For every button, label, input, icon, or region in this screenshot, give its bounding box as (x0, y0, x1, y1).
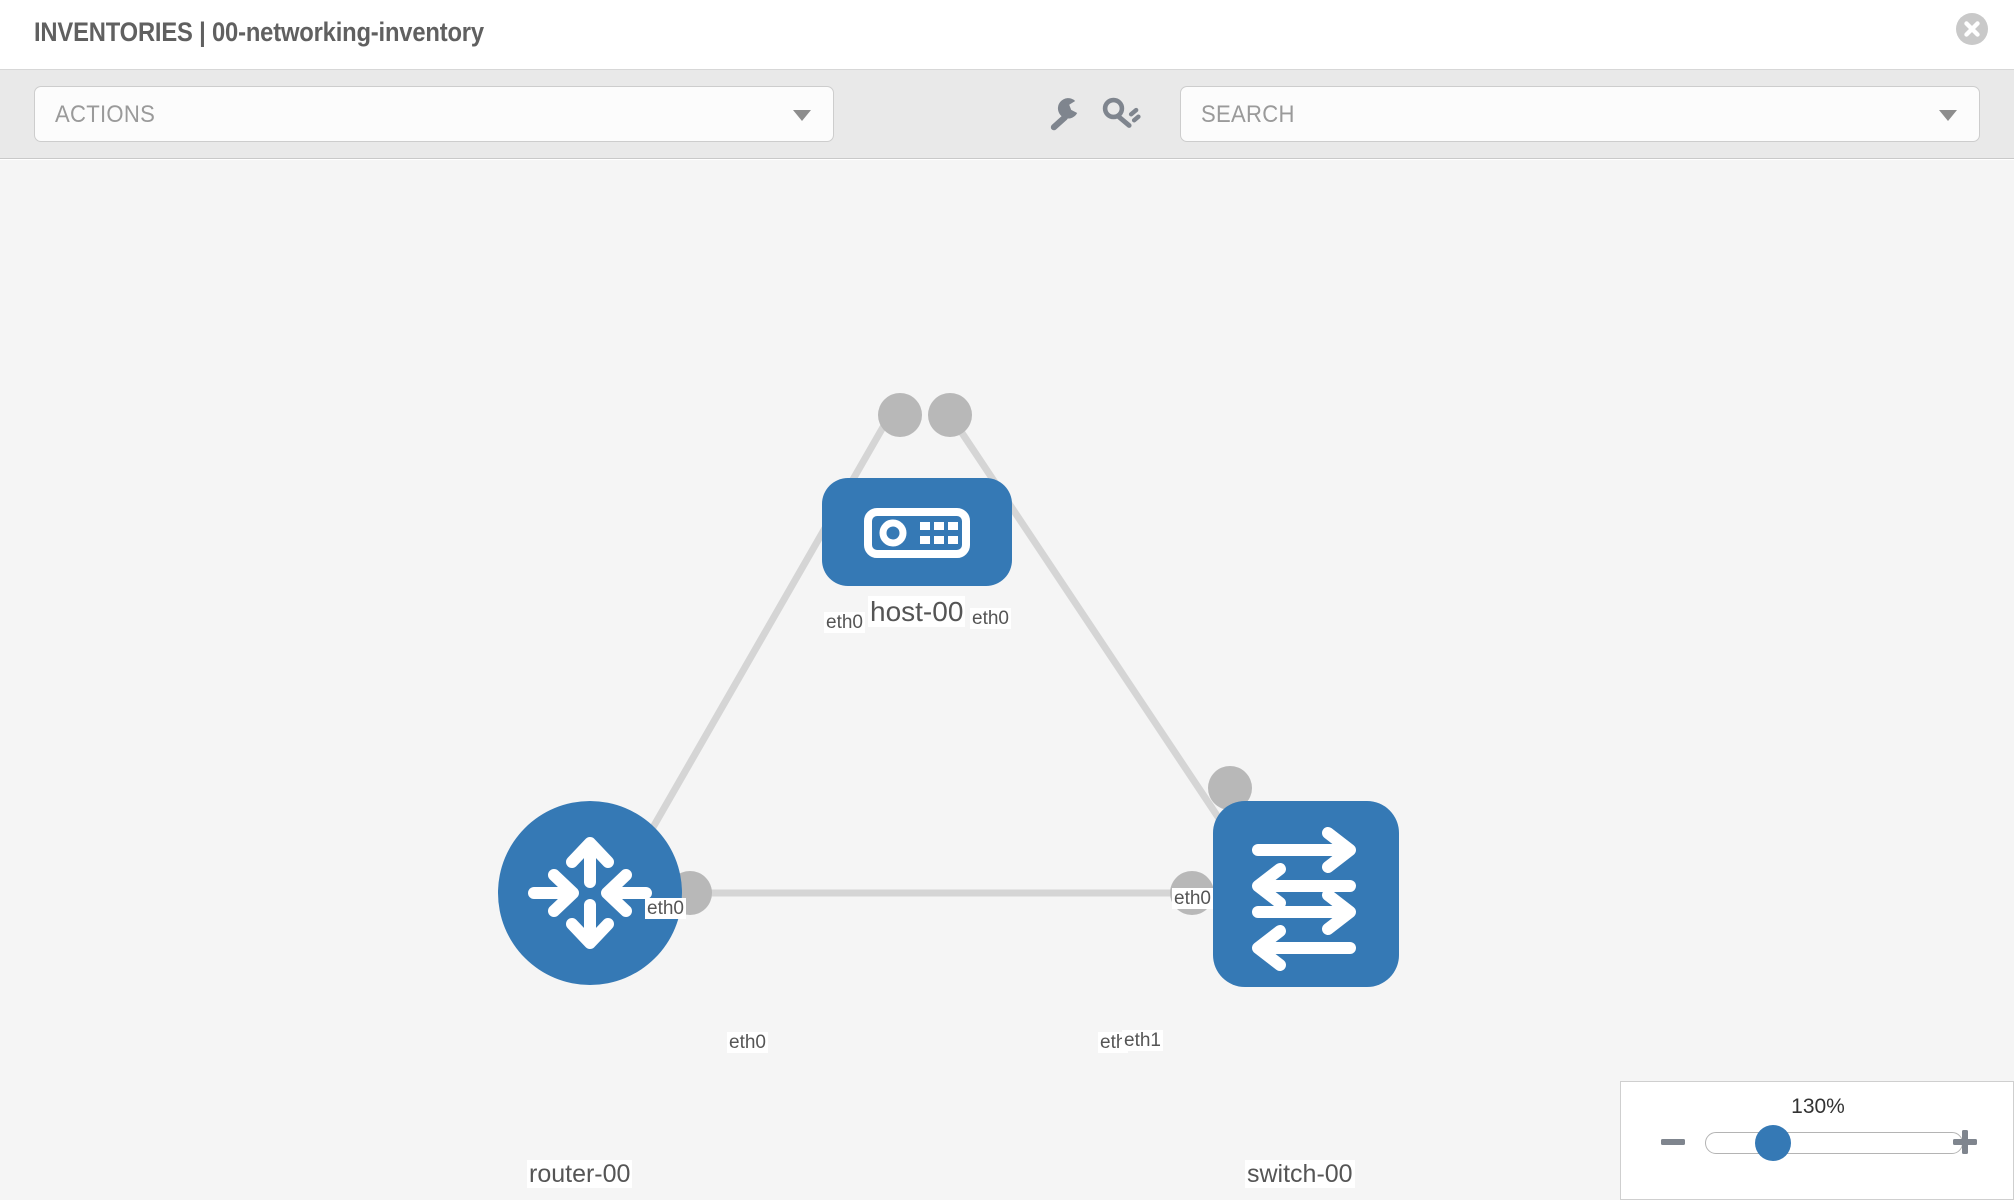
zoom-slider-thumb[interactable] (1755, 1125, 1791, 1161)
iface-label-switch-left-b: eth1 (1122, 1030, 1163, 1052)
wrench-icon[interactable] (1042, 92, 1086, 136)
minus-icon[interactable] (1659, 1128, 1687, 1156)
iface-label-switch-left-a: eth (1098, 1032, 1129, 1054)
toolbar: ACTIONS SEARCH (0, 70, 2014, 159)
iface-label-switch-up: eth0 (1172, 888, 1213, 910)
node-label-router-00: router-00 (527, 1160, 633, 1188)
connector-switch-up (1208, 766, 1252, 810)
search-placeholder: SEARCH (1201, 101, 1295, 128)
iface-label-host-right: eth0 (970, 608, 1011, 630)
page-title: INVENTORIES | 00-networking-inventory (34, 17, 484, 47)
connector-host-right (928, 393, 972, 437)
topology-canvas[interactable]: eth0 eth0 eth0 eth0 eth0 eth eth1 host-0… (0, 160, 2014, 1200)
search-input[interactable]: SEARCH (1180, 86, 1980, 142)
zoom-control-panel: 130% (1620, 1081, 2014, 1200)
page-header: INVENTORIES | 00-networking-inventory (0, 0, 2014, 70)
zoom-level-value: 130% (1791, 1095, 1845, 1118)
topology-graph (498, 393, 1399, 987)
plus-icon[interactable] (1951, 1128, 1979, 1156)
actions-dropdown-label: ACTIONS (55, 101, 156, 128)
close-icon[interactable] (1955, 12, 1989, 46)
connector-host-left (878, 393, 922, 437)
actions-dropdown[interactable]: ACTIONS (34, 86, 834, 142)
key-icon[interactable] (1098, 92, 1142, 136)
chevron-down-icon (1939, 110, 1957, 121)
node-switch-00 (1213, 801, 1399, 987)
node-label-host-00: host-00 (868, 596, 966, 628)
iface-label-host-left: eth0 (824, 612, 865, 634)
node-router-00 (498, 801, 682, 985)
iface-label-router-up: eth0 (645, 898, 686, 920)
chevron-down-icon (793, 110, 811, 121)
iface-label-router-right: eth0 (727, 1032, 768, 1054)
zoom-slider-track[interactable] (1705, 1132, 1963, 1154)
node-host-00 (822, 478, 1012, 586)
node-label-switch-00: switch-00 (1245, 1160, 1355, 1188)
